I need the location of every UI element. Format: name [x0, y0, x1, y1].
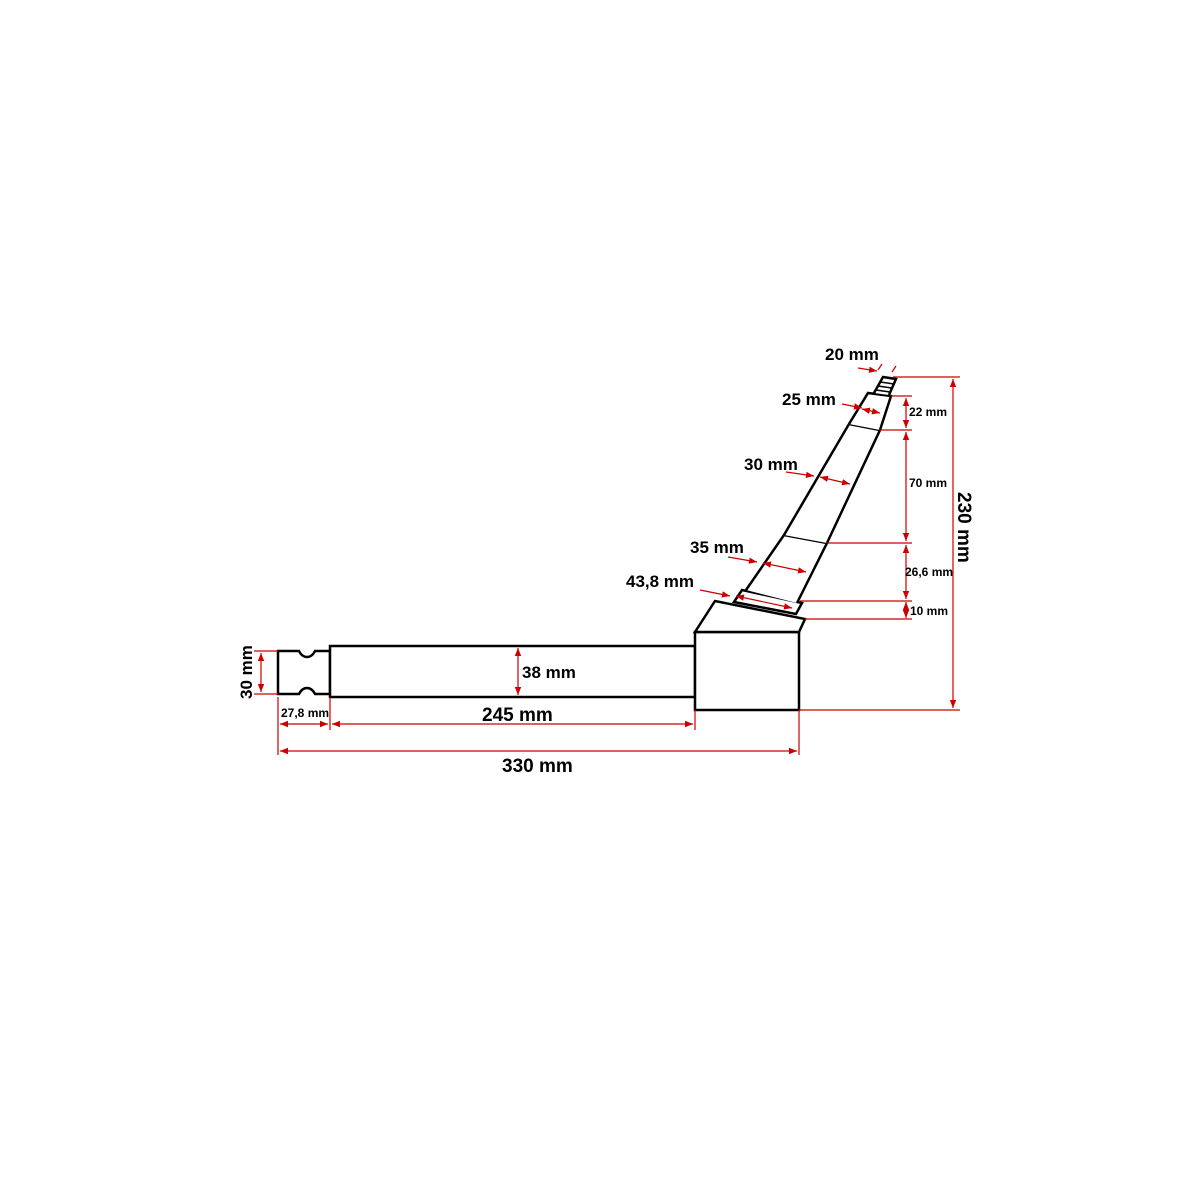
dimension-lines [254, 363, 960, 755]
main-shaft [328, 644, 697, 699]
label-step1-height: 22 mm [909, 405, 947, 419]
part-outline [276, 375, 898, 712]
splined-end [276, 649, 332, 696]
spindle-step-30 [782, 422, 882, 544]
label-total-height: 230 mm [953, 492, 974, 563]
knuckle-block [693, 630, 801, 712]
label-shaft-diameter: 38 mm [522, 663, 576, 682]
label-step3-height: 26,6 mm [905, 565, 953, 579]
label-step3-width: 35 mm [690, 538, 744, 557]
label-end-length: 27,8 mm [281, 706, 329, 720]
spindle-step-35 [744, 533, 829, 604]
label-shaft-length: 245 mm [482, 705, 553, 726]
label-step2-width: 30 mm [744, 455, 798, 474]
dimension-labels: 20 mm 25 mm 22 mm 30 mm 70 mm 35 mm 26,6… [237, 345, 974, 777]
label-end-diameter: 30 mm [237, 645, 256, 699]
label-tip-width: 20 mm [825, 345, 879, 364]
label-step1-width: 25 mm [782, 390, 836, 409]
label-total-length: 330 mm [502, 756, 573, 777]
threaded-tip [872, 375, 898, 396]
label-collar-width: 43,8 mm [626, 572, 694, 591]
label-step2-height: 70 mm [909, 476, 947, 490]
spindle-step-25 [847, 391, 893, 431]
label-collar-height: 10 mm [910, 604, 948, 618]
